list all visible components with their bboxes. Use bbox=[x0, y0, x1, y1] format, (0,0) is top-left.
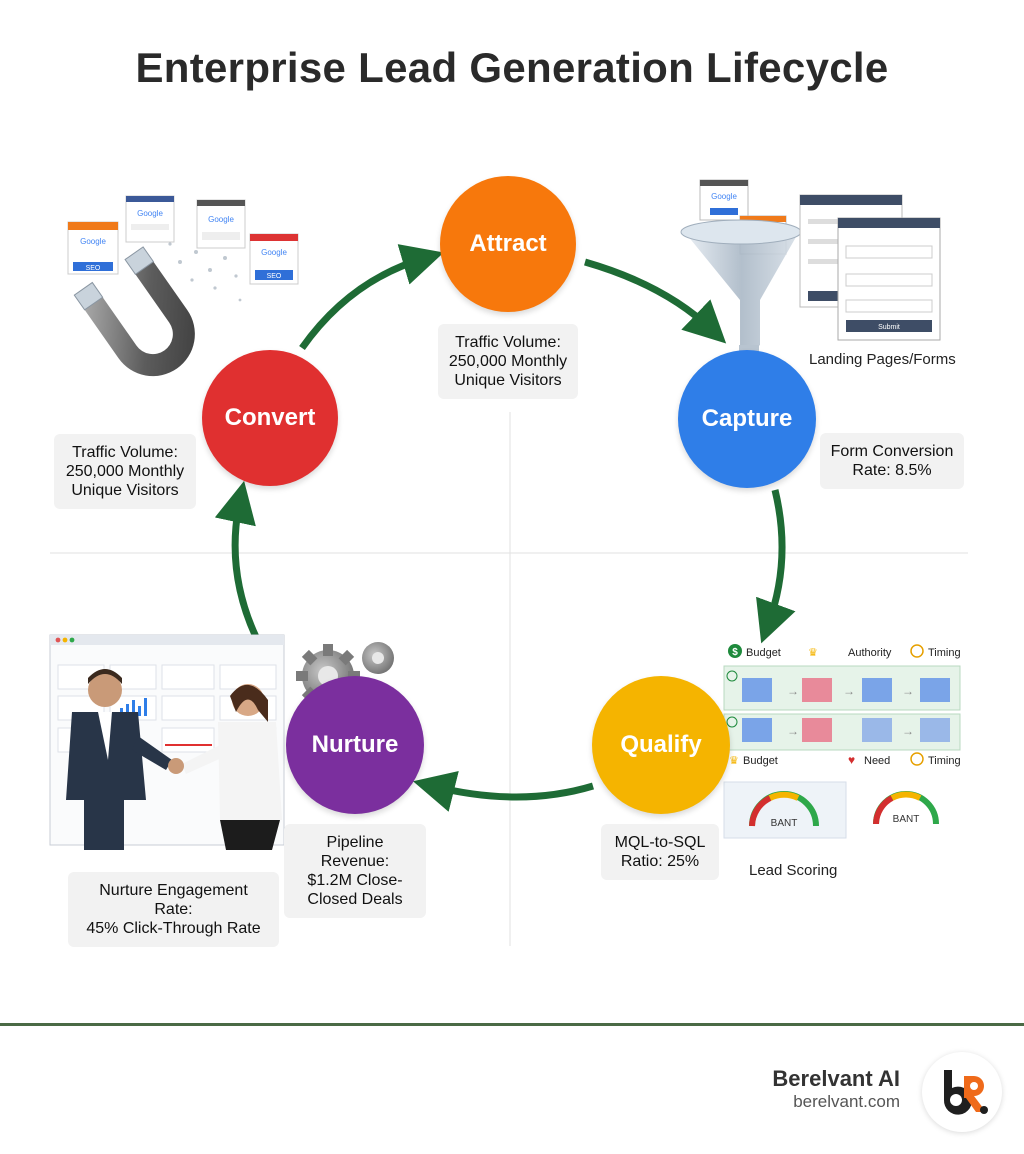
metric-convert: Traffic Volume: 250,000 Monthly Unique V… bbox=[54, 434, 196, 509]
metric-label: Form Conversion bbox=[830, 443, 954, 460]
stage-label: Capture bbox=[701, 405, 793, 432]
bant-row1-label: Timing bbox=[928, 647, 961, 659]
metric-label: Traffic Volume: bbox=[72, 444, 178, 461]
stage-capture: Capture bbox=[678, 350, 816, 488]
metric-nurture-engagement: Nurture Engagement Rate: 45% Click-Throu… bbox=[68, 872, 279, 947]
bant-row1-label: Authority bbox=[848, 647, 892, 659]
stage-label: Attract bbox=[469, 230, 547, 257]
stage-attract: Attract bbox=[440, 176, 576, 312]
stage-nurture: Nurture bbox=[286, 676, 424, 814]
metric-attract: Traffic Volume: 250,000 Monthly Unique V… bbox=[438, 324, 578, 399]
bant-row2-label: Need bbox=[864, 755, 890, 767]
svg-text:→: → bbox=[787, 684, 799, 698]
stage-qualify: Qualify bbox=[592, 676, 730, 814]
metric-value: $1.2M Close-Closed Deals bbox=[307, 872, 403, 908]
arrow-nurture-to-convert bbox=[214, 480, 260, 639]
search-card-text: Google bbox=[208, 215, 234, 224]
seo-label: SEO bbox=[267, 273, 282, 280]
arrow-capture-to-qualify bbox=[756, 489, 796, 644]
search-card-text: Google bbox=[137, 209, 163, 218]
search-card-text: Google bbox=[261, 248, 287, 257]
metric-nurture-pipeline: Pipeline Revenue: $1.2M Close-Closed Dea… bbox=[284, 824, 426, 918]
metric-qualify: MQL-to-SQL Ratio: 25% bbox=[601, 824, 719, 880]
svg-text:→: → bbox=[843, 684, 855, 698]
caption-lead-scoring: Lead Scoring bbox=[749, 862, 838, 879]
magnet-icon bbox=[73, 246, 195, 377]
metric-value: 250,000 Monthly Unique Visitors bbox=[65, 463, 185, 499]
bant-row2-label: Timing bbox=[928, 755, 961, 767]
svg-text:→: → bbox=[902, 724, 914, 738]
bant-row1-label: Budget bbox=[746, 647, 781, 659]
metric-value: 45% Click-Through Rate bbox=[86, 920, 261, 937]
arrow-convert-to-attract bbox=[299, 244, 444, 351]
brand-url: berelvant.com bbox=[793, 1092, 900, 1111]
metric-label: Traffic Volume: bbox=[455, 334, 561, 351]
metric-value: 250,000 Monthly Unique Visitors bbox=[448, 353, 568, 389]
bant-grid-illustration: $ Budget ♛ Authority Timing → → → → → ♛ … bbox=[723, 644, 961, 839]
form-submit-label: Submit bbox=[878, 324, 900, 331]
search-card-text: Google bbox=[80, 237, 106, 246]
svg-text:→: → bbox=[787, 724, 799, 738]
stage-label: Nurture bbox=[311, 731, 399, 758]
footer-divider bbox=[0, 1023, 1024, 1026]
brand-name: Berelvant AI bbox=[772, 1066, 900, 1091]
search-cards-illustration: Google SEO Google Google Google SEO bbox=[67, 195, 299, 302]
arrow-attract-to-capture bbox=[584, 258, 727, 344]
metric-label: Pipeline Revenue: bbox=[320, 834, 390, 870]
brand-logo-icon bbox=[922, 1052, 1002, 1132]
stage-label: Qualify bbox=[620, 731, 702, 758]
brand-logo-mark bbox=[943, 1070, 988, 1115]
metric-capture: Form Conversion Rate: 8.5% bbox=[820, 433, 964, 489]
svg-text:→: → bbox=[902, 684, 914, 698]
svg-text:$: $ bbox=[732, 647, 738, 658]
gauge-label: BANT bbox=[893, 814, 920, 825]
seo-label: SEO bbox=[86, 265, 101, 272]
metric-value: Rate: 8.5% bbox=[852, 462, 932, 479]
svg-text:♛: ♛ bbox=[729, 755, 739, 767]
page-title: Enterprise Lead Generation Lifecycle bbox=[135, 44, 889, 91]
dashboard-handshake-illustration bbox=[49, 634, 285, 850]
stage-convert: Convert bbox=[202, 350, 338, 486]
metric-label: MQL-to-SQL bbox=[614, 834, 706, 851]
funnel-forms-illustration: Google Google Submit bbox=[680, 179, 941, 365]
gauge-label: BANT bbox=[771, 818, 798, 829]
svg-text:♛: ♛ bbox=[808, 647, 818, 659]
svg-text:♥: ♥ bbox=[848, 753, 855, 767]
metric-label: Nurture Engagement Rate: bbox=[99, 882, 248, 918]
arrow-qualify-to-nurture bbox=[412, 771, 595, 812]
bant-row2-label: Budget bbox=[743, 755, 778, 767]
caption-landing-pages: Landing Pages/Forms bbox=[809, 351, 956, 368]
stage-label: Convert bbox=[224, 404, 316, 431]
search-card-text: Google bbox=[711, 192, 737, 201]
metric-value: Ratio: 25% bbox=[620, 853, 700, 870]
